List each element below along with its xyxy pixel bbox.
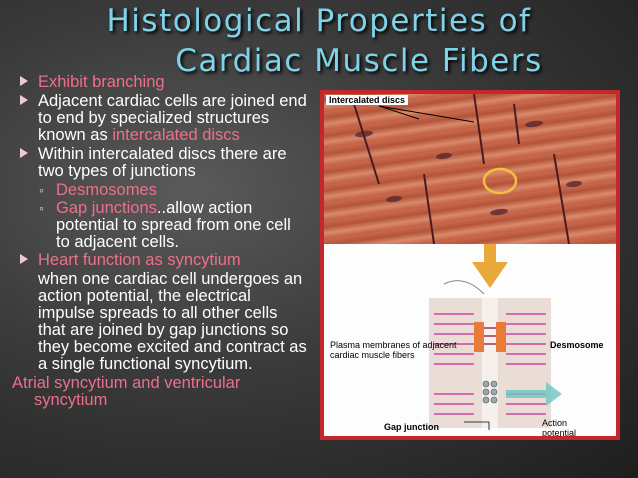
sub-bullet-highlight: Gap junctions bbox=[56, 199, 157, 217]
intercalated-discs-label: Intercalated discs bbox=[326, 95, 409, 105]
bullet-text: Heart function as syncytium bbox=[38, 251, 241, 269]
slide-title-line1: Histological Properties of bbox=[106, 3, 532, 39]
gap-junction-label: Gap junction bbox=[384, 422, 439, 432]
footer-text: Atrial syncytium and ventricular bbox=[12, 374, 241, 392]
bullet-highlight: intercalated discs bbox=[112, 126, 240, 144]
circle-bullet-icon: ◦ bbox=[39, 182, 44, 198]
circle-bullet-icon: ◦ bbox=[39, 200, 44, 216]
plasma-membranes-label: Plasma membranes of adjacent cardiac mus… bbox=[330, 340, 457, 360]
sub-bullet-text: ..allow action potential to spread from … bbox=[56, 199, 291, 251]
micrograph-image: Intercalated discs bbox=[324, 94, 616, 245]
action-potential-label: Action potential bbox=[542, 418, 577, 438]
bullet-text: Adjacent cardiac cells are joined end to… bbox=[38, 92, 307, 144]
bullet-text: Within intercalated discs there are two … bbox=[38, 145, 287, 180]
bullet-continuation: when one cardiac cell undergoes an actio… bbox=[38, 270, 307, 373]
cardiac-muscle-figure: Intercalated discs bbox=[320, 90, 620, 440]
bullet-item: Within intercalated discs there are two … bbox=[12, 146, 307, 180]
bullet-text: Exhibit branching bbox=[38, 73, 165, 91]
bullet-list: Exhibit branching Adjacent cardiac cells… bbox=[12, 74, 307, 409]
micrograph-overlay bbox=[353, 94, 582, 245]
junction-diagram-svg bbox=[429, 244, 562, 430]
sub-bullet-text: Desmosomes bbox=[56, 181, 157, 199]
footer-text-cont: syncytium bbox=[34, 391, 108, 409]
sub-bullet-item: ◦ Gap junctions..allow action potential … bbox=[12, 200, 307, 251]
triangle-bullet-icon bbox=[20, 95, 28, 105]
slide-title-line2: Cardiac Muscle Fibers bbox=[175, 43, 543, 79]
desmosome-label: Desmosome bbox=[550, 340, 604, 350]
bullet-item: Heart function as syncytium bbox=[12, 252, 307, 269]
triangle-bullet-icon bbox=[20, 254, 28, 264]
triangle-bullet-icon bbox=[20, 148, 28, 158]
bullet-item: Exhibit branching bbox=[12, 74, 307, 91]
junction-diagram: Plasma membranes of adjacent cardiac mus… bbox=[324, 244, 616, 436]
bullet-item: Adjacent cardiac cells are joined end to… bbox=[12, 93, 307, 144]
triangle-bullet-icon bbox=[20, 76, 28, 86]
sub-bullet-item: ◦ Desmosomes bbox=[12, 182, 307, 199]
